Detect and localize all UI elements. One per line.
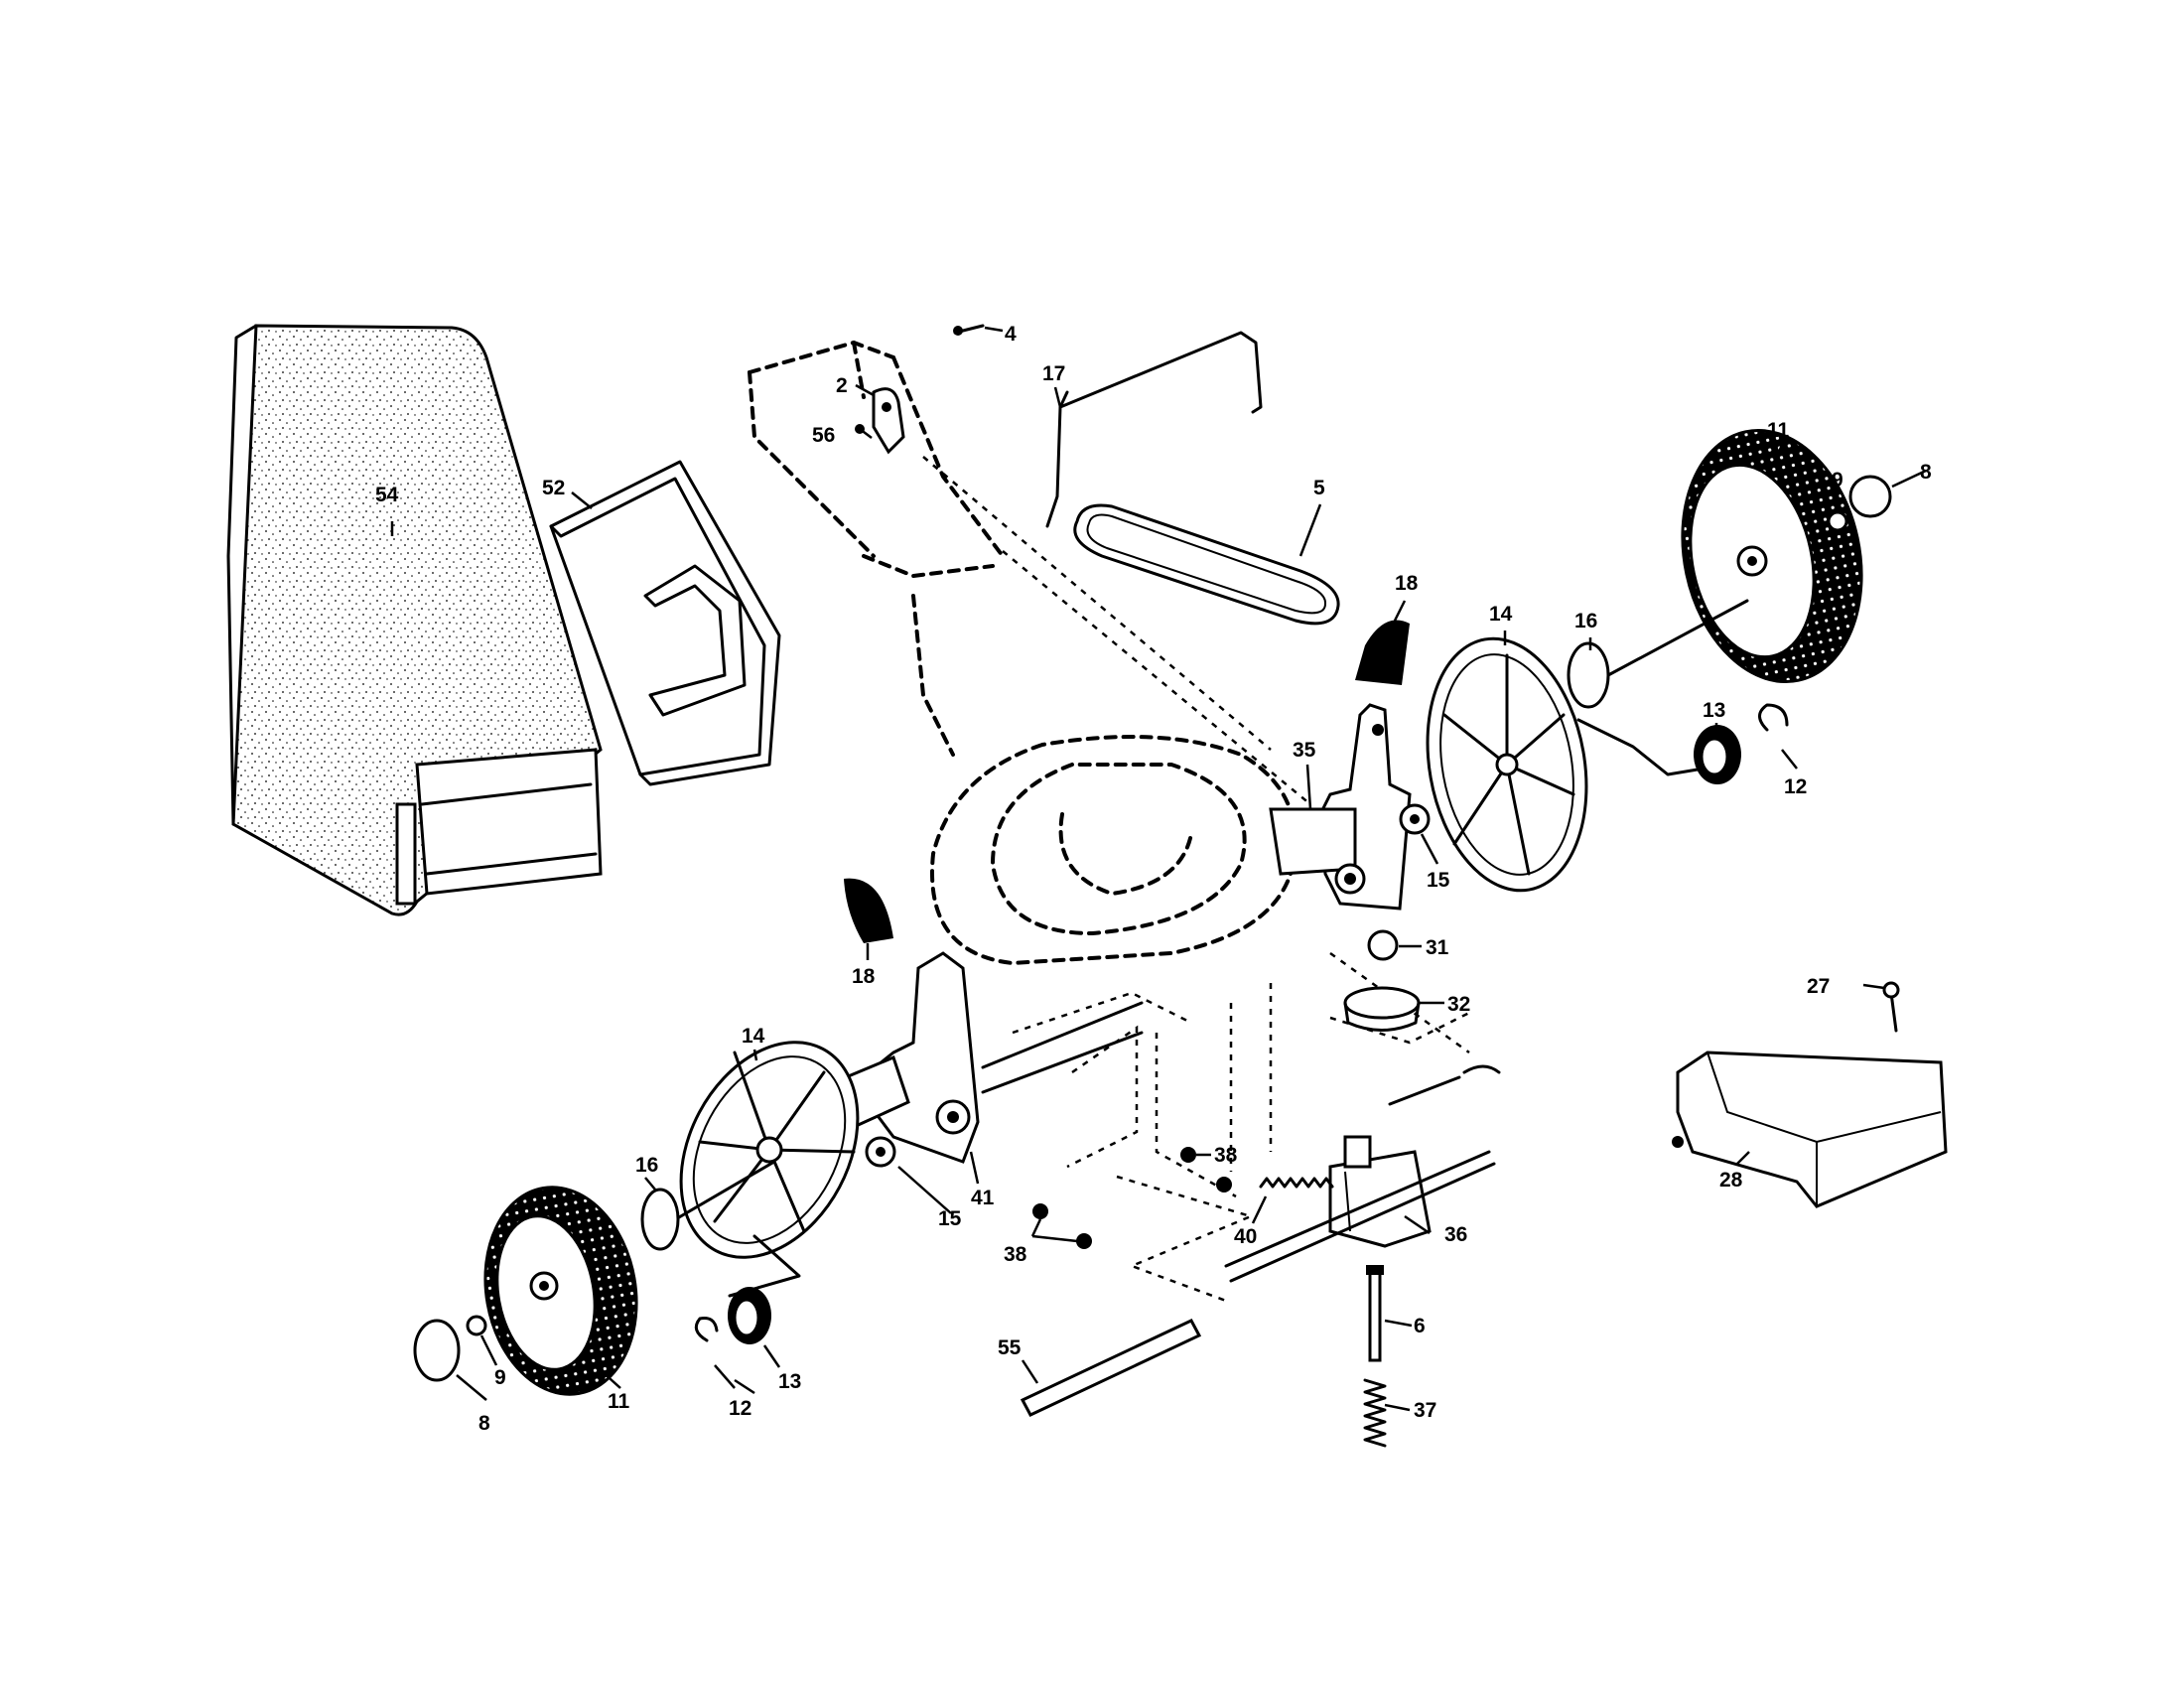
callout-17: 17	[1042, 362, 1065, 385]
control-rod	[1045, 331, 1263, 528]
callout-12-upper: 12	[1784, 775, 1807, 798]
pulley-upper	[1399, 803, 1431, 835]
cap-31	[1367, 929, 1399, 961]
callout-8-upper: 8	[1920, 461, 1932, 484]
axle-rod-55	[1020, 1319, 1202, 1417]
callout-9-upper: 9	[1832, 469, 1843, 491]
washer-upper	[1567, 641, 1610, 709]
callout-27: 27	[1807, 975, 1830, 998]
callout-5: 5	[1313, 477, 1325, 499]
gear-upper	[1576, 718, 1741, 784]
callout-18-upper: 18	[1395, 572, 1419, 595]
left-rear-wheel	[483, 1186, 638, 1396]
callout-31: 31	[1426, 936, 1449, 959]
side-skirt	[1672, 981, 1948, 1208]
callout-52: 52	[542, 477, 565, 499]
nut-38-d	[1076, 1233, 1092, 1249]
callout-9-lower: 9	[494, 1366, 506, 1389]
spring-40	[1259, 1177, 1334, 1189]
callout-16-upper: 16	[1574, 610, 1597, 632]
right-rear-wheel	[1681, 428, 1863, 684]
callout-28: 28	[1719, 1169, 1743, 1192]
nut-lower	[466, 1315, 487, 1336]
transmission	[1224, 1064, 1501, 1283]
callout-56: 56	[812, 424, 835, 447]
leader-lines	[390, 326, 1927, 1412]
nut-38-b	[1216, 1177, 1232, 1193]
callout-41: 41	[971, 1187, 995, 1209]
callout-15-lower: 15	[938, 1207, 962, 1230]
callout-14-lower: 14	[742, 1025, 765, 1048]
nut-upper	[1827, 510, 1848, 532]
handle-bracket	[855, 324, 985, 455]
right-gear-housing	[1269, 703, 1412, 911]
washer-lower	[640, 1188, 680, 1251]
callout-15-upper: 15	[1427, 869, 1450, 892]
hubcap-lower	[413, 1319, 461, 1382]
clip-upper	[1758, 703, 1789, 732]
nut-38-c	[1032, 1203, 1048, 1219]
callout-38-left: 38	[1004, 1243, 1027, 1266]
callout-55: 55	[998, 1336, 1022, 1359]
callout-54: 54	[375, 484, 399, 506]
bearing-32	[1343, 986, 1421, 1032]
axle-line-upper	[1606, 599, 1749, 677]
gear-lower	[728, 1234, 801, 1344]
left-gear-housing	[832, 951, 1144, 1164]
spring-37	[1363, 1378, 1387, 1448]
hubcap-upper	[1848, 475, 1892, 518]
callout-35: 35	[1293, 739, 1316, 762]
callout-11-lower: 11	[608, 1390, 630, 1413]
bolt-6	[1366, 1265, 1384, 1362]
deck-dashed-outline	[930, 735, 1297, 966]
callout-18-lower: 18	[852, 965, 876, 988]
callout-40: 40	[1234, 1225, 1257, 1248]
left-inner-wheel	[679, 1041, 860, 1259]
callout-16-lower: 16	[635, 1154, 658, 1177]
right-inner-wheel	[1426, 636, 1588, 893]
callout-14-upper: 14	[1489, 603, 1513, 626]
pinion-cover-upper	[1355, 620, 1410, 685]
callout-4: 4	[1005, 323, 1017, 346]
connection-lines	[922, 456, 1470, 1303]
callout-38-right: 38	[1214, 1144, 1238, 1167]
bag-frame	[549, 460, 781, 786]
callout-37: 37	[1414, 1399, 1436, 1422]
nut-38-a	[1180, 1147, 1196, 1163]
callout-13-lower: 13	[778, 1370, 801, 1393]
pulley-lower	[865, 1136, 896, 1168]
callout-36: 36	[1444, 1223, 1467, 1246]
callout-11-upper: 11	[1767, 419, 1790, 442]
drive-belt	[1073, 503, 1340, 626]
grass-bag	[226, 324, 603, 916]
callout-8-lower: 8	[478, 1412, 490, 1435]
callout-6: 6	[1414, 1315, 1426, 1337]
callout-32: 32	[1447, 993, 1470, 1016]
callout-labels: 2 4 17 56 54 52 5 18 14 16 11 9 8 13 12 …	[375, 323, 1932, 1435]
clip-lower	[694, 1317, 719, 1342]
pinion-cover-lower	[844, 878, 893, 943]
callout-12-lower: 12	[729, 1397, 751, 1420]
callout-2: 2	[836, 374, 848, 397]
callout-13-upper: 13	[1703, 699, 1725, 722]
